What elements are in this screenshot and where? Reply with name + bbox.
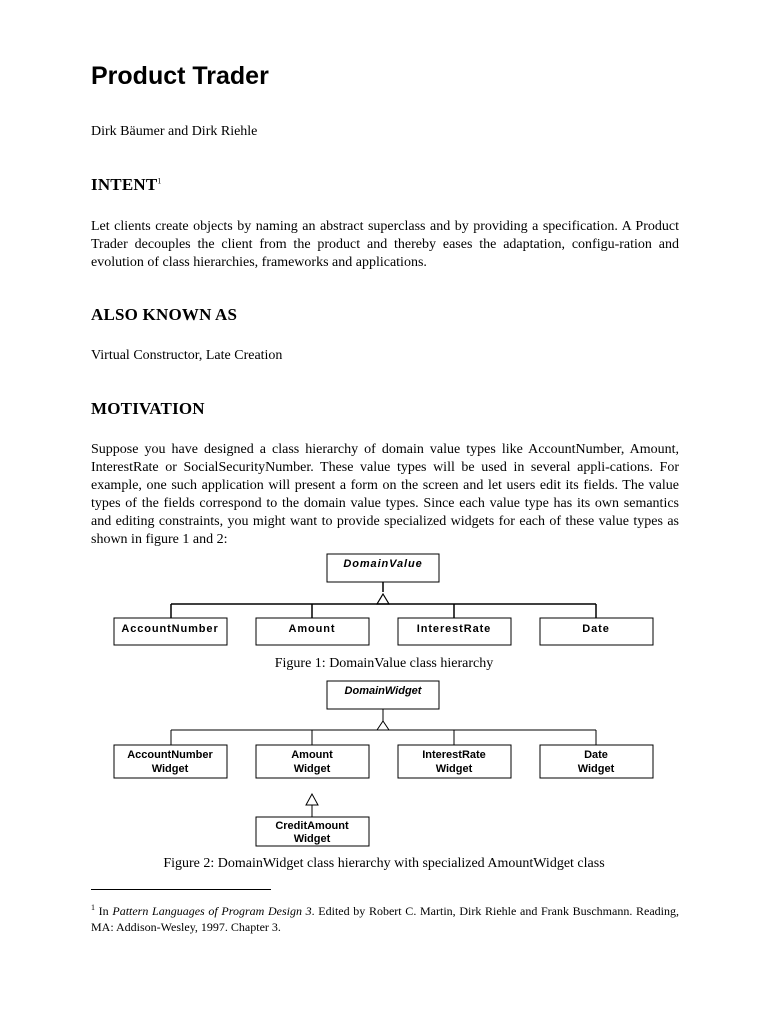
intent-paragraph: Let clients create objects by naming an … xyxy=(91,219,679,270)
figure2-caption: Figure 2: DomainWidget class hierarchy w… xyxy=(163,856,605,871)
fig2-label-date-line2: Widget xyxy=(578,763,615,775)
fig1-label-amount: Amount xyxy=(289,623,336,635)
fig1-class-box-interestrate: InterestRate xyxy=(397,617,512,646)
motivation-paragraph: Suppose you have designed a class hierar… xyxy=(91,442,679,547)
fig1-label-date: Date xyxy=(582,623,609,635)
fig2-class-box-interestrate-widget: InterestRate Widget xyxy=(397,744,512,779)
intent-heading-text: INTENT xyxy=(91,175,158,194)
figure1-connectors xyxy=(170,582,597,618)
footnote-reference: 1 xyxy=(157,176,162,186)
fig2-label-creditamount-line1: CreditAmount xyxy=(275,820,349,832)
section-heading-motivation: MOTIVATION xyxy=(91,399,205,418)
footnote-mark: 1 xyxy=(91,903,95,912)
fig2-class-box-amount-widget: Amount Widget xyxy=(255,744,370,779)
fig2-class-box-accountnumber-widget: AccountNumber Widget xyxy=(113,744,228,779)
footnote-prefix: In xyxy=(95,904,113,918)
fig2-label-amount-line1: Amount xyxy=(291,749,333,761)
figure2-class-diagram: DomainWidget AccountNumber Widget Amount… xyxy=(113,680,654,847)
fig2-class-box-creditamount-widget: CreditAmount Widget xyxy=(255,816,370,847)
fig1-inheritance-triangle xyxy=(375,592,391,605)
fig2-root-label: DomainWidget xyxy=(345,685,423,697)
fig1-root-label: DomainValue xyxy=(343,558,422,570)
fig1-class-box-accountnumber: AccountNumber xyxy=(113,617,228,646)
figure1-class-diagram: DomainValue AccountNumber Amount Interes… xyxy=(113,553,654,646)
fig2-root-box: DomainWidget xyxy=(326,680,440,710)
section-heading-also-known-as: ALSO KNOWN AS xyxy=(91,305,238,324)
footnote-separator xyxy=(91,889,271,890)
figure1-caption: Figure 1: DomainValue class hierarchy xyxy=(274,656,494,671)
fig2-label-interestrate-line1: InterestRate xyxy=(422,749,486,761)
fig2-label-amount-line2: Widget xyxy=(294,763,331,775)
fig2-label-interestrate-line2: Widget xyxy=(436,763,473,775)
footnote-citation: . Edited by Robert C. Martin, Dirk Riehl… xyxy=(91,904,679,934)
fig2-inheritance-triangle xyxy=(376,720,390,731)
fig1-root-box: DomainValue xyxy=(326,553,440,583)
page-title: Product Trader xyxy=(91,62,269,90)
fig2-label-date-line1: Date xyxy=(584,749,608,761)
section-heading-intent: INTENT1 xyxy=(91,175,162,195)
fig1-class-box-amount: Amount xyxy=(255,617,370,646)
footnote: 1 In Pattern Languages of Program Design… xyxy=(91,900,679,935)
authors: Dirk Bäumer and Dirk Riehle xyxy=(91,124,258,139)
fig2-label-creditamount-line2: Widget xyxy=(294,833,331,845)
fig1-label-accountnumber: AccountNumber xyxy=(121,623,218,635)
fig2-label-accountnumber-line1: AccountNumber xyxy=(127,749,213,761)
footnote-book-title: Pattern Languages of Program Design 3 xyxy=(112,904,312,918)
fig1-class-box-date: Date xyxy=(539,617,654,646)
fig2-sub-inheritance-triangle xyxy=(305,792,319,806)
fig1-label-interestrate: InterestRate xyxy=(417,623,491,635)
fig2-label-accountnumber-line2: Widget xyxy=(152,763,189,775)
also-known-as-paragraph: Virtual Constructor, Late Creation xyxy=(91,348,283,363)
figure2-connectors xyxy=(170,709,597,817)
fig2-class-box-date-widget: Date Widget xyxy=(539,744,654,779)
